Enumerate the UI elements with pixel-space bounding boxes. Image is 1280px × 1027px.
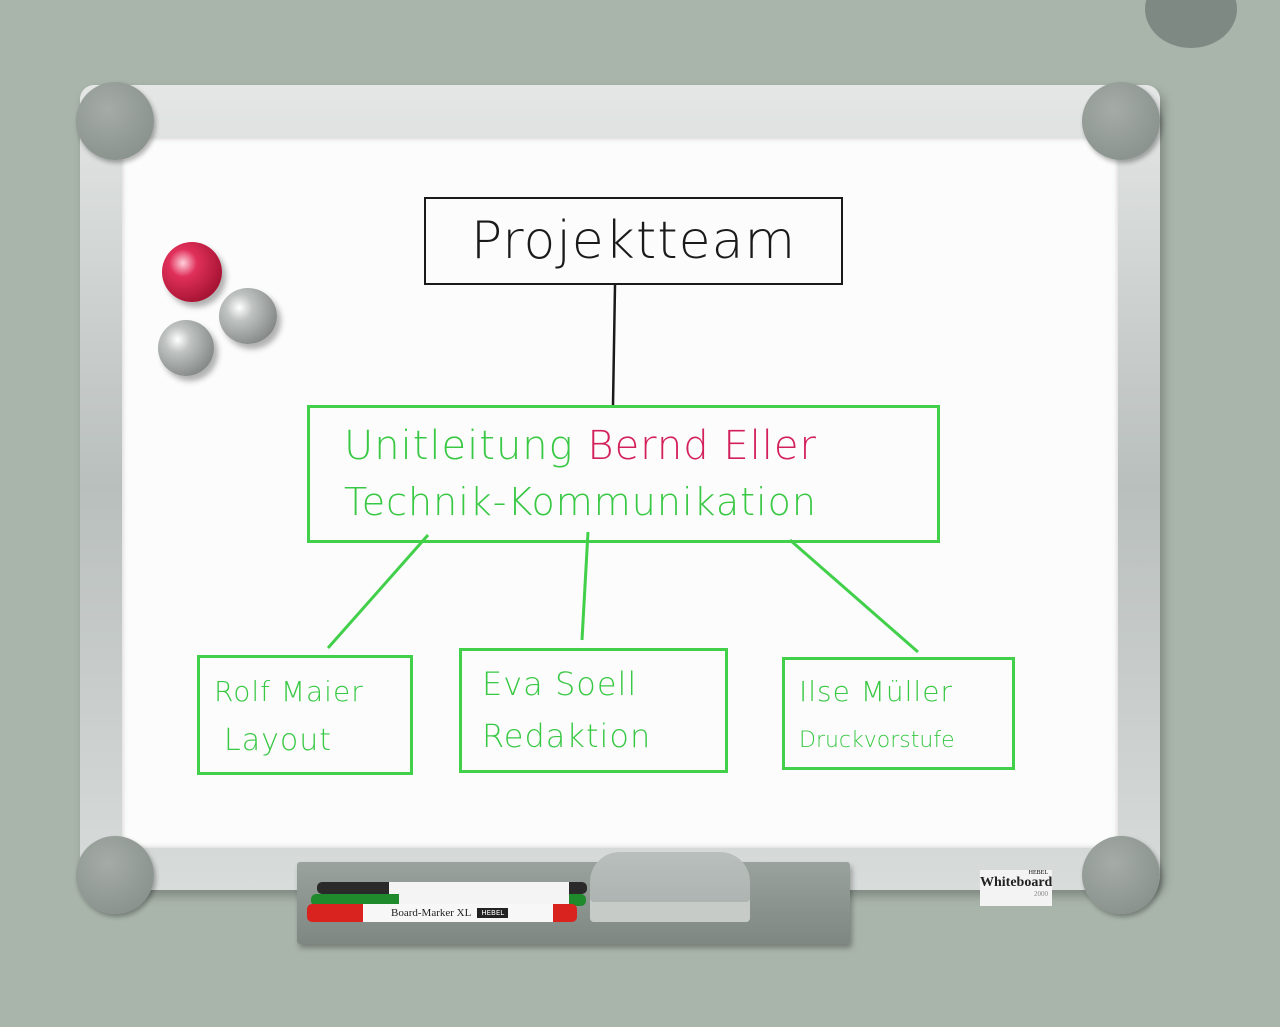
member-name: Rolf Maier [214,675,364,708]
member-box-2: Eva Soell Redaktion [459,648,728,773]
member-name: Eva Soell [482,665,638,703]
marker-green[interactable] [311,894,586,906]
member-role: Druckvorstufe [799,728,955,753]
lead-name: Bernd Eller [587,423,817,469]
connector-right [789,538,919,654]
member-role: Redaktion [482,717,652,755]
logo-brand: HEBEL [1028,870,1048,876]
marker-brand: HEBEL [477,908,509,918]
corner-cap-bottom-left [76,836,154,914]
member-name: Ilse Müller [799,675,953,708]
member-box-1: Rolf Maier Layout [197,655,413,775]
member-role: Layout [224,723,332,758]
eraser[interactable] [590,852,750,922]
grey-magnet[interactable] [219,288,277,344]
whiteboard-logo-sticker: HEBEL Whiteboard 2000 [980,870,1052,906]
corner-cap-top-left [76,82,154,160]
whiteboard-surface[interactable] [122,138,1118,848]
marker-red[interactable]: Board-Marker XL HEBEL [307,904,577,922]
red-magnet[interactable] [162,242,222,302]
grey-magnet[interactable] [158,320,214,376]
marker-tray: Board-Marker XL HEBEL [297,852,850,944]
marker-black[interactable] [317,882,587,894]
lead-box: Unitleitung Bernd Eller Technik-Kommunik… [307,405,940,543]
connector-left [326,534,430,649]
logo-name: Whiteboard [980,875,1053,890]
logo-model: 2000 [1034,890,1048,898]
marker-label: Board-Marker XL [391,907,472,919]
connector-middle [580,531,590,641]
corner-cap-top-right [1082,82,1160,160]
member-box-3: Ilse Müller Druckvorstufe [782,657,1015,770]
corner-cap-bottom-right [1082,836,1160,914]
connector-top [611,284,617,406]
projektteam-title: Projektteam [470,211,797,271]
lead-department: Technik-Kommunikation [344,480,817,524]
projektteam-box: Projektteam [424,197,843,285]
lead-title: Unitleitung [344,423,574,469]
